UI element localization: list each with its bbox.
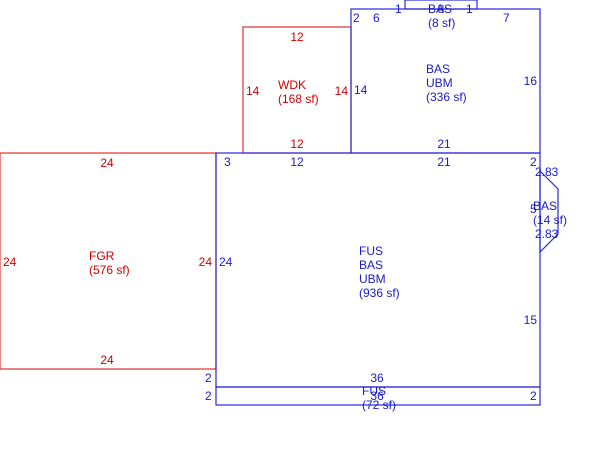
- wdk-dim-left: 14: [246, 84, 260, 98]
- bas-bay-outline: [539, 169, 559, 254]
- strip-dim-right: 2: [530, 389, 537, 403]
- fgr-area: (576 sf): [89, 263, 130, 277]
- bay-dim-upper: 2.83: [535, 165, 559, 179]
- fus-strip-outline: [215, 386, 541, 406]
- fgr-dim-left: 24: [3, 255, 17, 269]
- strip-dim-top-left: 2: [205, 371, 212, 385]
- main-dim-top-b: 21: [437, 155, 451, 169]
- bas-small-area: (8 sf): [428, 16, 455, 30]
- bas-upper-line-1: BAS: [426, 62, 450, 76]
- strip-area: (72 sf): [362, 398, 396, 412]
- bas-small-dim-left: 1: [395, 2, 402, 16]
- bas-small-outline: [404, 0, 478, 10]
- bay-dim-lower: 2.83: [535, 227, 559, 241]
- wdk-code: WDK: [278, 78, 306, 92]
- bas-small-code: BAS: [428, 2, 452, 16]
- bas-upper-dim-top-left: 6: [373, 11, 380, 25]
- bas-upper-dim-top-right: 7: [503, 11, 510, 25]
- main-dim-bottom: 36: [370, 371, 384, 385]
- wdk-dim-top: 12: [290, 30, 304, 44]
- main-dim-top-a: 12: [290, 155, 304, 169]
- bay-area: (14 sf): [533, 213, 567, 227]
- bas-upper-dim-corner: 2: [353, 11, 360, 25]
- strip-code: FUS: [362, 384, 386, 398]
- main-dim-top-left: 3: [224, 155, 231, 169]
- strip-dim-left: 2: [205, 389, 212, 403]
- wdk-area: (168 sf): [278, 92, 319, 106]
- bas-upper-dim-left: 14: [354, 83, 368, 97]
- bas-upper-area: (336 sf): [426, 90, 467, 104]
- bay-code: BAS: [533, 199, 557, 213]
- main-line-2: BAS: [359, 258, 383, 272]
- fgr-dim-bottom: 24: [100, 353, 114, 367]
- strip-dim-bottom: 36: [370, 389, 384, 403]
- main-line-3: UBM: [359, 272, 386, 286]
- bas-small-dim-right: 1: [466, 2, 473, 16]
- bas-upper-dim-bottom: 21: [437, 137, 451, 151]
- bay-dim-side: 5: [530, 202, 537, 216]
- fgr-dim-right: 24: [199, 255, 213, 269]
- fgr-dim-top: 24: [100, 156, 114, 170]
- wdk-dim-right: 14: [335, 84, 349, 98]
- main-area: (936 sf): [359, 286, 400, 300]
- wdk-dim-bottom: 12: [290, 137, 304, 151]
- main-dim-left: 24: [219, 255, 233, 269]
- main-dim-right: 15: [524, 313, 538, 327]
- bas-upper-dim-right: 16: [524, 74, 538, 88]
- main-line-1: FUS: [359, 244, 383, 258]
- main-dim-corner: 2: [530, 155, 537, 169]
- bas-upper-line-2: UBM: [426, 76, 453, 90]
- fgr-code: FGR: [89, 249, 115, 263]
- bas-small-dim-mid: 8: [438, 2, 445, 16]
